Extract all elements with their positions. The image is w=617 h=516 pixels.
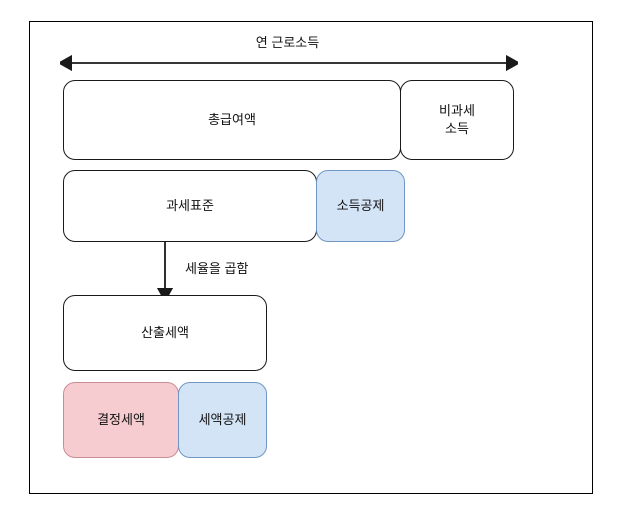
node-nontaxable-income[interactable]: 비과세 소득: [400, 80, 514, 160]
node-final-tax-label: 결정세액: [97, 412, 145, 428]
node-income-deduction[interactable]: 소득공제: [316, 170, 405, 242]
tax-rate-multiply-arrow-icon: [156, 242, 174, 298]
node-calculated-tax-label: 산출세액: [141, 325, 189, 341]
span-arrow-label-wrapper: 연 근로소득: [0, 32, 617, 51]
node-tax-base[interactable]: 과세표준: [63, 170, 317, 242]
node-income-deduction-label: 소득공제: [336, 198, 385, 214]
node-gross-pay[interactable]: 총급여액: [63, 80, 401, 160]
node-nontaxable-income-label: 비과세 소득: [439, 103, 475, 136]
annual-income-span-arrow-icon: [60, 54, 518, 72]
node-gross-pay-label: 총급여액: [208, 112, 256, 128]
node-final-tax[interactable]: 결정세액: [63, 382, 179, 458]
node-calculated-tax[interactable]: 산출세액: [63, 295, 267, 371]
node-tax-base-label: 과세표준: [166, 198, 214, 214]
node-tax-credit[interactable]: 세액공제: [178, 382, 267, 458]
node-tax-credit-label: 세액공제: [198, 412, 247, 428]
tax-rate-multiply-label: 세율을 곱함: [185, 261, 249, 276]
annual-earned-income-label: 연 근로소득: [255, 35, 320, 50]
